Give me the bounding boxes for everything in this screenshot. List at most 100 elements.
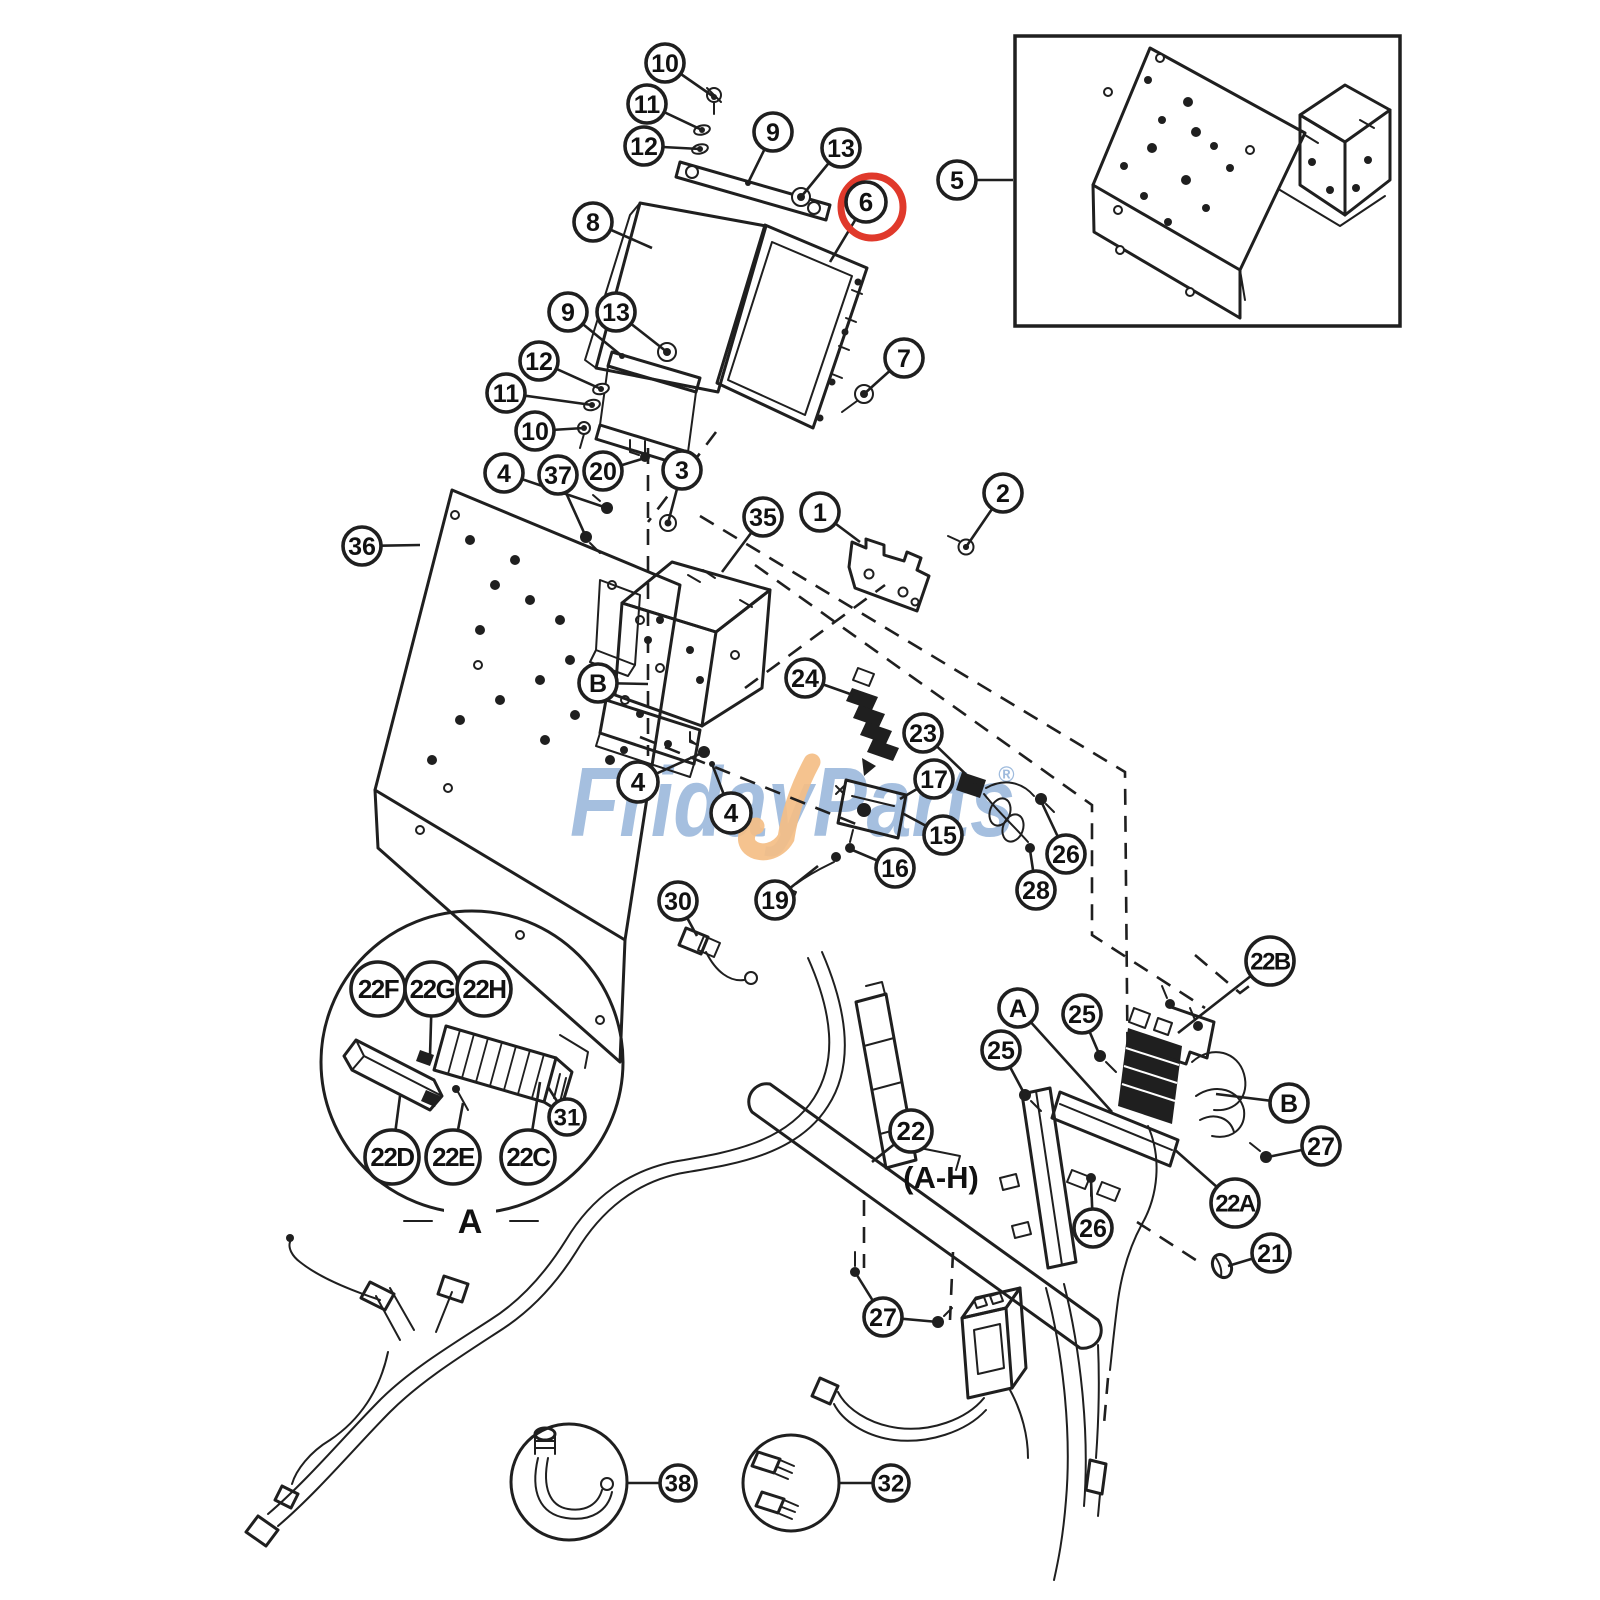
callout-4-14[interactable] bbox=[483, 452, 525, 494]
fuse-stack-24 bbox=[846, 667, 899, 776]
callout-label-32: 32 bbox=[878, 1470, 905, 1497]
callout-24-23[interactable] bbox=[784, 657, 826, 699]
callout-label-31: 31 bbox=[554, 1104, 581, 1131]
callout-23-24[interactable] bbox=[902, 712, 944, 754]
callout-25-43[interactable] bbox=[1061, 993, 1103, 1035]
callout-label-23: 23 bbox=[909, 720, 937, 748]
callout-label-10: 10 bbox=[651, 50, 679, 78]
leader-dot bbox=[1265, 1154, 1271, 1160]
callout-a-42[interactable] bbox=[997, 987, 1039, 1029]
leader-dot bbox=[642, 455, 648, 461]
callout-label-25: 25 bbox=[1068, 1001, 1096, 1029]
callout-label-24: 24 bbox=[791, 665, 819, 693]
callout-15-26[interactable] bbox=[922, 814, 964, 856]
callout-label-b: B bbox=[589, 670, 607, 698]
callout-label-20: 20 bbox=[589, 458, 617, 486]
callout-5-7[interactable] bbox=[936, 159, 978, 201]
callout-22-50[interactable] bbox=[888, 1108, 934, 1154]
callout-b-22[interactable] bbox=[577, 662, 619, 704]
callout-label-22b: 22B bbox=[1250, 948, 1291, 975]
leader-dot bbox=[1022, 1092, 1028, 1098]
detail-circle-a bbox=[319, 909, 625, 1230]
callout-4-30[interactable] bbox=[616, 760, 660, 804]
callout-36-18[interactable] bbox=[341, 525, 383, 567]
leader-dot bbox=[604, 505, 610, 511]
callout-11-12[interactable] bbox=[485, 372, 527, 414]
callout-22b-41[interactable] bbox=[1244, 935, 1296, 987]
callout-13-4[interactable] bbox=[820, 127, 862, 169]
callout-28-29[interactable] bbox=[1015, 869, 1057, 911]
callout-label-9: 9 bbox=[561, 299, 575, 327]
callout-label-26: 26 bbox=[1052, 841, 1080, 869]
leader-dot bbox=[709, 761, 715, 767]
callout-22c-40[interactable] bbox=[499, 1128, 557, 1186]
callout-11-1[interactable] bbox=[626, 83, 668, 125]
callout-1-20[interactable] bbox=[799, 491, 841, 533]
leader-dot bbox=[745, 180, 751, 186]
callout-label-27: 27 bbox=[1307, 1133, 1335, 1161]
callout-17-25[interactable] bbox=[913, 758, 955, 800]
callout-4-31[interactable] bbox=[709, 791, 753, 835]
callout-25-44[interactable] bbox=[980, 1029, 1022, 1071]
leader-dot bbox=[935, 1319, 941, 1325]
leader-dot bbox=[583, 534, 589, 540]
callout-6-5[interactable] bbox=[844, 180, 888, 224]
relay-15-17 bbox=[835, 778, 908, 840]
callout-label-22e: 22E bbox=[432, 1142, 475, 1172]
callout-21-49[interactable] bbox=[1250, 1232, 1292, 1274]
callout-16-27[interactable] bbox=[874, 847, 916, 889]
leader-dot bbox=[711, 94, 717, 100]
callout-10-0[interactable] bbox=[644, 42, 686, 84]
callout-22d-38[interactable] bbox=[363, 1128, 421, 1186]
callout-12-11[interactable] bbox=[518, 340, 560, 382]
detail-a-label: A bbox=[458, 1203, 483, 1241]
callout-12-2[interactable] bbox=[623, 125, 665, 167]
callout-label-16: 16 bbox=[881, 855, 909, 883]
brand-registered-mark: ® bbox=[998, 762, 1015, 787]
inset-bracket-box bbox=[1279, 83, 1392, 227]
callout-26-28[interactable] bbox=[1045, 833, 1087, 875]
callout-19-33[interactable] bbox=[754, 879, 796, 921]
callout-label-26: 26 bbox=[1079, 1215, 1107, 1243]
monitor-6 bbox=[715, 223, 869, 430]
watermark-swoosh-icon bbox=[737, 753, 821, 861]
callout-35-19[interactable] bbox=[742, 496, 784, 538]
callout-label-10: 10 bbox=[521, 418, 549, 446]
callout-22a-47[interactable] bbox=[1209, 1177, 1261, 1229]
callout-label-38: 38 bbox=[665, 1470, 692, 1497]
callout-label-25: 25 bbox=[987, 1037, 1015, 1065]
callout-label-37: 37 bbox=[544, 462, 572, 490]
callout-7-8[interactable] bbox=[883, 337, 925, 379]
callout-27-51[interactable] bbox=[862, 1296, 904, 1338]
callout-label-4: 4 bbox=[724, 798, 739, 828]
group-22-range-label: (A-H) bbox=[903, 1160, 979, 1195]
callout-3-17[interactable] bbox=[661, 449, 703, 491]
callout-31-37[interactable] bbox=[547, 1097, 587, 1137]
leader-dot bbox=[798, 194, 804, 200]
callout-32-53[interactable] bbox=[871, 1463, 911, 1503]
inset-detail-box bbox=[1013, 34, 1402, 328]
callout-b-45[interactable] bbox=[1268, 1082, 1310, 1124]
callout-9-3[interactable] bbox=[752, 111, 794, 153]
callout-2-21[interactable] bbox=[982, 472, 1024, 514]
callout-label-7: 7 bbox=[897, 345, 911, 373]
callout-8-6[interactable] bbox=[572, 201, 614, 243]
detail-circle-38 bbox=[509, 1422, 629, 1542]
detail-circle-32 bbox=[741, 1433, 841, 1533]
callout-27-46[interactable] bbox=[1300, 1125, 1342, 1167]
callout-37-15[interactable] bbox=[537, 454, 579, 496]
callout-26-48[interactable] bbox=[1072, 1207, 1114, 1249]
leader-dot bbox=[847, 846, 853, 852]
callout-9-9[interactable] bbox=[547, 291, 589, 333]
callout-13-10[interactable] bbox=[595, 291, 637, 333]
callout-22h-36[interactable] bbox=[455, 960, 513, 1018]
callout-30-32[interactable] bbox=[657, 880, 699, 922]
callout-20-16[interactable] bbox=[582, 450, 624, 492]
relay-bottom bbox=[810, 1251, 1029, 1459]
callout-10-13[interactable] bbox=[514, 410, 556, 452]
callout-38-52[interactable] bbox=[658, 1463, 698, 1503]
callout-22e-39[interactable] bbox=[424, 1128, 482, 1186]
